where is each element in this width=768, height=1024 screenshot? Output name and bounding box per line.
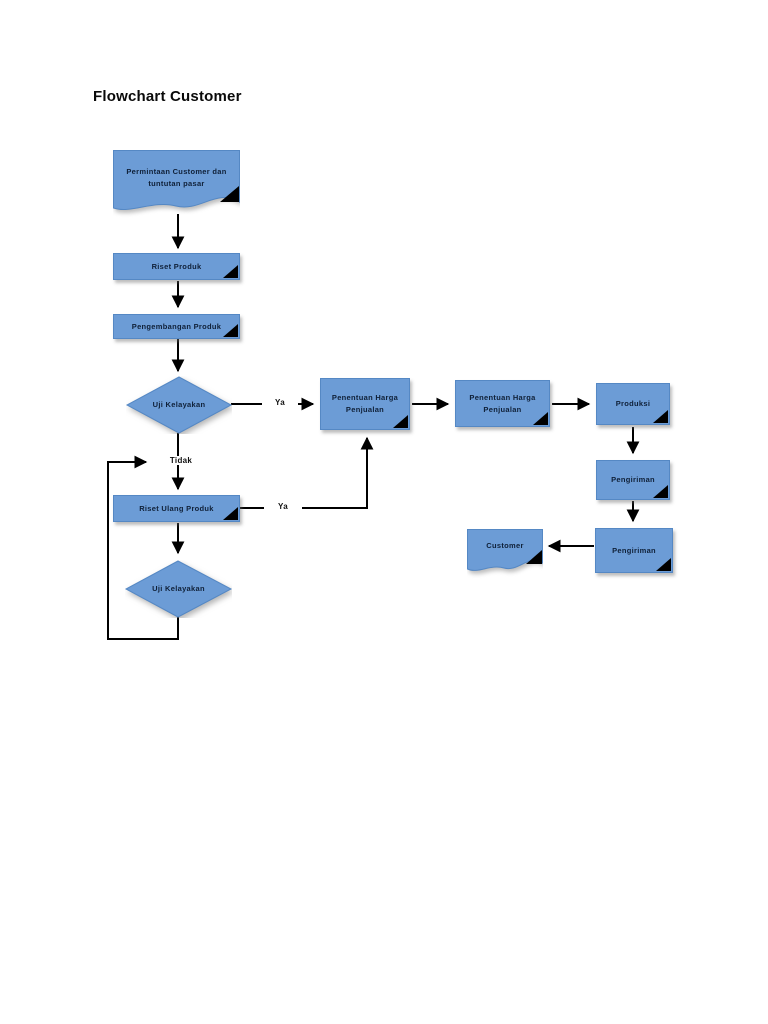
flowchart-node-penentuan-harga-2: Penentuan Harga Penjualan xyxy=(455,380,550,427)
page-fold-icon xyxy=(393,415,408,428)
flowchart-node-riset-produk: Riset Produk xyxy=(113,253,240,280)
page-fold-icon xyxy=(223,265,238,278)
page-fold-icon xyxy=(656,558,671,571)
page-fold-icon xyxy=(223,507,238,520)
page-fold-icon xyxy=(526,550,542,564)
node-label: Pengiriman xyxy=(612,545,656,555)
edge-label-ya-top: Ya xyxy=(262,398,298,407)
node-label: Penentuan Harga Penjualan xyxy=(331,393,399,414)
page-title: Flowchart Customer xyxy=(93,88,242,105)
flowchart-node-pengiriman-2: Pengiriman xyxy=(595,528,673,573)
flowchart-node-uji-kelayakan-1: Uji Kelayakan xyxy=(126,376,232,434)
flowchart-node-produksi: Produksi xyxy=(596,383,670,425)
page-fold-icon xyxy=(653,410,668,423)
flowchart-node-customer: Customer xyxy=(467,529,543,581)
page-fold-icon xyxy=(223,324,238,337)
flowchart-node-pengiriman-1: Pengiriman xyxy=(596,460,670,500)
page-fold-icon xyxy=(220,186,239,202)
flowchart-node-pengembangan-produk: Pengembangan Produk xyxy=(113,314,240,339)
node-label: Penentuan Harga Penjualan xyxy=(469,392,536,414)
flowchart-node-uji-kelayakan-2: Uji Kelayakan xyxy=(125,560,232,618)
node-label: Pengembangan Produk xyxy=(131,321,222,331)
edge-label-ya-bottom: Ya xyxy=(264,502,302,511)
node-label: Produksi xyxy=(615,399,651,408)
node-label: Riset Produk xyxy=(151,261,202,271)
edge-label-tidak: Tidak xyxy=(158,456,204,465)
flowchart-node-riset-ulang-produk: Riset Ulang Produk xyxy=(113,495,240,522)
node-label: Pengiriman xyxy=(611,475,655,484)
page-fold-icon xyxy=(653,485,668,498)
flowchart-node-permintaan: Permintaan Customer dan tuntutan pasar xyxy=(113,150,240,220)
page-fold-icon xyxy=(533,412,548,425)
node-label: Riset Ulang Produk xyxy=(139,503,214,513)
flowchart-node-penentuan-harga-1: Penentuan Harga Penjualan xyxy=(320,378,410,430)
